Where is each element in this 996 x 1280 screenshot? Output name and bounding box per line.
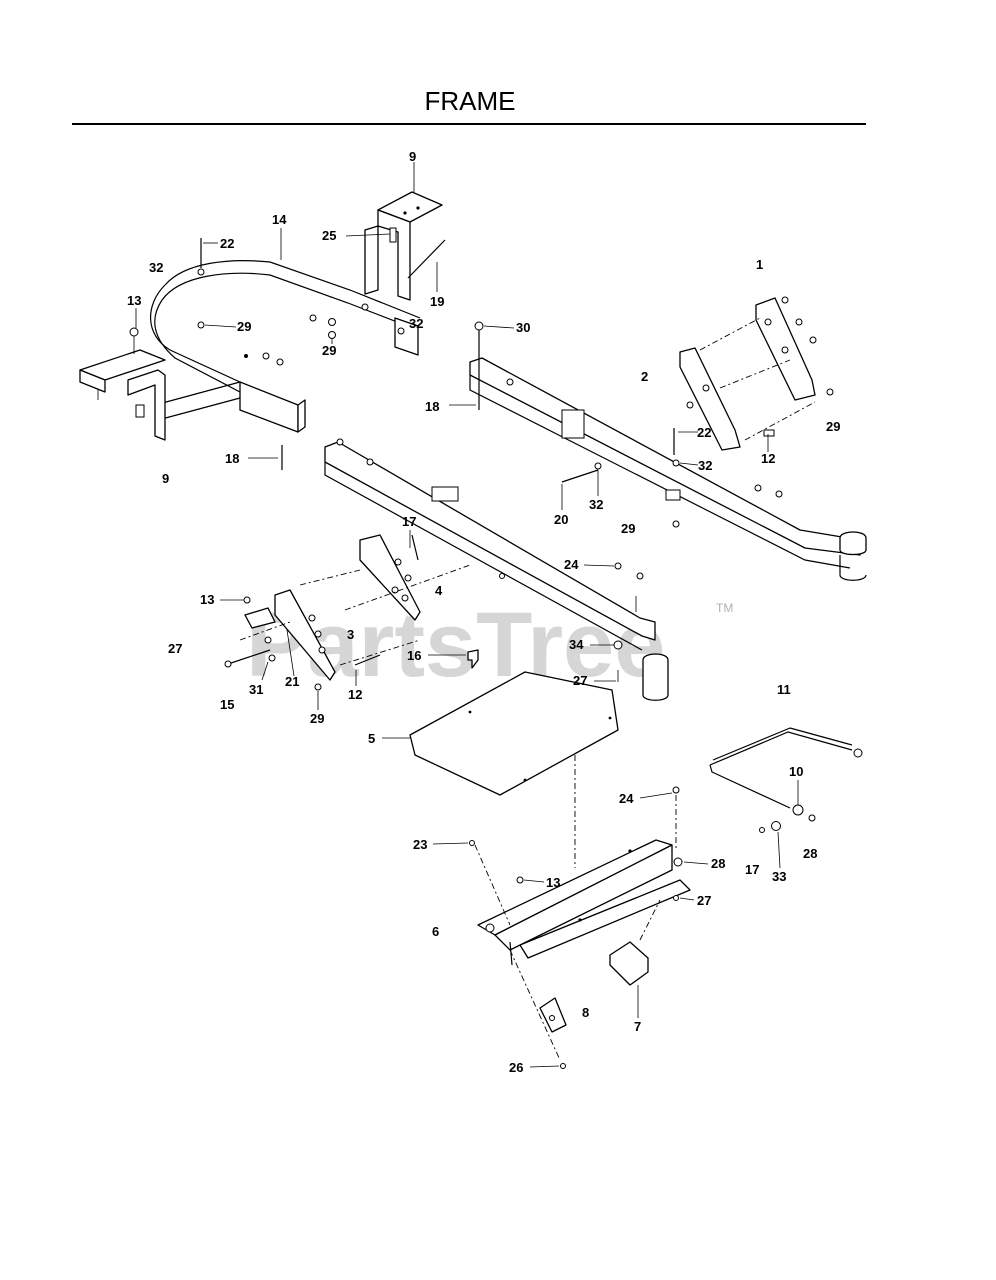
callout-4: 4 xyxy=(435,583,443,598)
page-title: FRAME xyxy=(425,86,516,116)
callout-14: 14 xyxy=(272,212,287,227)
callout-3: 3 xyxy=(347,627,354,642)
callout-21: 21 xyxy=(285,674,299,689)
callout-6: 6 xyxy=(432,924,439,939)
callout-28: 28 xyxy=(711,856,725,871)
side-plate-3 xyxy=(239,589,421,681)
callout-29: 29 xyxy=(310,711,324,726)
callout-27: 27 xyxy=(168,641,182,656)
u-tube-frame-14 xyxy=(150,260,421,433)
callout-23: 23 xyxy=(413,837,427,852)
callout-7: 7 xyxy=(634,1019,641,1034)
callout-27: 27 xyxy=(573,673,587,688)
watermark-trademark: TM xyxy=(716,601,733,615)
right-frame-rail xyxy=(469,357,867,581)
side-plate-4 xyxy=(299,534,471,621)
callout-16: 16 xyxy=(407,648,421,663)
callout-13: 13 xyxy=(127,293,141,308)
callout-25: 25 xyxy=(322,228,336,243)
callout-9: 9 xyxy=(409,149,416,164)
callout-5: 5 xyxy=(368,731,375,746)
callout-1: 1 xyxy=(756,257,763,272)
left-bracket-9 xyxy=(79,349,166,441)
callout-numbers: 9 14 22 25 32 13 19 1 29 32 30 29 2 18 2… xyxy=(127,149,840,1075)
callout-29: 29 xyxy=(826,419,840,434)
callout-12: 12 xyxy=(761,451,775,466)
callout-15: 15 xyxy=(220,697,234,712)
callout-20: 20 xyxy=(554,512,568,527)
callout-32: 32 xyxy=(698,458,712,473)
callout-27: 27 xyxy=(697,893,711,908)
callout-13: 13 xyxy=(200,592,214,607)
callout-22: 22 xyxy=(697,425,711,440)
callout-30: 30 xyxy=(516,320,530,335)
bracket-8 xyxy=(509,899,661,1061)
callout-17: 17 xyxy=(402,514,416,529)
callout-12: 12 xyxy=(348,687,362,702)
callout-33: 33 xyxy=(772,869,786,884)
upper-left-hardware xyxy=(129,238,446,470)
linkage-rod-11 xyxy=(709,727,863,809)
top-bracket-9 xyxy=(364,191,443,301)
callout-29: 29 xyxy=(621,521,635,536)
callout-18: 18 xyxy=(425,399,439,414)
callout-24: 24 xyxy=(619,791,634,806)
side-plate-2 xyxy=(679,317,816,451)
side-plate-1 xyxy=(755,296,834,401)
callout-17: 17 xyxy=(745,862,759,877)
callout-29: 29 xyxy=(322,343,336,358)
callout-2: 2 xyxy=(641,369,648,384)
left-mid-hardware xyxy=(224,573,505,691)
callout-31: 31 xyxy=(249,682,263,697)
bracket-7 xyxy=(609,941,649,1000)
callout-9: 9 xyxy=(162,471,169,486)
right-hardware xyxy=(474,321,783,528)
callout-34: 34 xyxy=(569,637,584,652)
callout-28: 28 xyxy=(803,846,817,861)
floor-pan-5 xyxy=(409,671,619,868)
callout-10: 10 xyxy=(789,764,803,779)
callout-18: 18 xyxy=(225,451,239,466)
callout-29: 29 xyxy=(237,319,251,334)
callout-32: 32 xyxy=(409,316,423,331)
callout-8: 8 xyxy=(582,1005,589,1020)
callout-11: 11 xyxy=(777,682,791,697)
callout-22: 22 xyxy=(220,236,234,251)
callout-19: 19 xyxy=(430,294,444,309)
callout-26: 26 xyxy=(509,1060,523,1075)
leader-lines xyxy=(135,162,799,1068)
lower-bracket-6 xyxy=(477,839,691,966)
callout-24: 24 xyxy=(564,557,579,572)
callout-32: 32 xyxy=(149,260,163,275)
callout-13: 13 xyxy=(546,875,560,890)
rod-end-10 xyxy=(759,804,816,833)
middle-frame-rail xyxy=(324,438,669,701)
lower-hardware xyxy=(469,786,683,1069)
callout-32: 32 xyxy=(589,497,603,512)
